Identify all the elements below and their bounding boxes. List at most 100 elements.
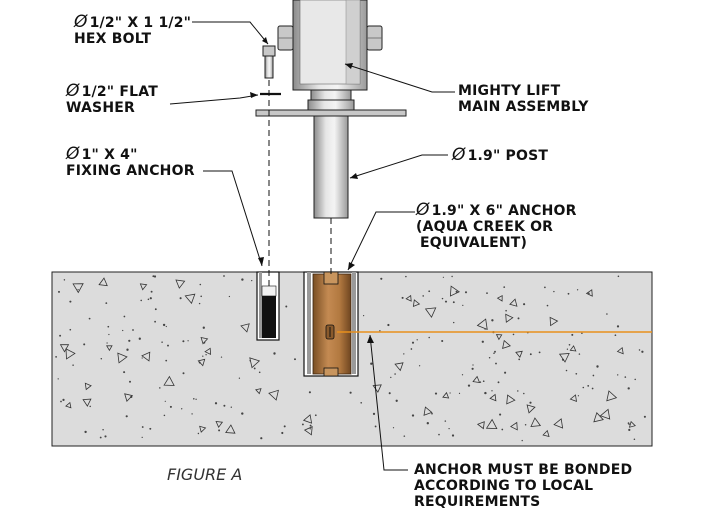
aggregate-stone [98,277,108,287]
aggregate-stone [268,389,279,401]
aggregate-dot [140,299,142,302]
aggregate-dot [486,292,488,294]
aggregate-dot [273,352,276,355]
aggregate-dot [395,399,398,402]
aggregate-dot [62,398,65,402]
aggregate-dot [411,414,415,417]
aggregate-dot [410,348,413,350]
aggregate-dot [165,359,168,362]
figure-caption: FIGURE A [167,465,243,484]
aggregate-dot [517,317,520,320]
aggregate-stone [476,318,488,331]
aggregate-dot [60,400,62,403]
aggregate-stone [558,353,570,363]
aggregate-stone [215,421,224,428]
aggregate-dot [387,323,390,327]
flat-washer-size: 1/2" FLAT [81,84,158,100]
aggregate-dot [452,301,455,304]
aggregate-dot [106,342,108,344]
aggregate-dot [481,340,484,343]
flat-washer-name: WASHER [66,100,135,116]
aggregate-dot [491,319,494,322]
aggregate-stone [509,298,518,307]
aggregate-stone [423,406,433,416]
aggregate-dot [72,364,74,366]
aggregate-dot [251,279,253,282]
aggregate-dot [200,295,202,298]
aggregate-dot [529,401,532,404]
aggregate-dot [138,337,141,340]
aggregate-dot [461,374,464,376]
aggregate-dot [182,340,185,343]
aggregate-stone [506,394,516,405]
hex-bolt-size: 1/2" X 1 1/2" [89,15,192,31]
anchor-size: 1.9" X 6" ANCHOR [431,203,577,219]
aggregate-stone [424,307,437,318]
aggregate-dot [449,392,451,394]
aggregate-stone [255,388,262,395]
aggregate-stone [549,316,559,327]
aggregate-stone [303,426,313,436]
anchor-line2: (AQUA CREEK OR [416,219,554,235]
main-assembly-line1: MIGHTY LIFT [458,83,561,99]
aggregate-dot [301,423,304,426]
aggregate-dot [205,354,207,356]
aggregate-dot [451,275,453,278]
aggregate-dot [581,332,583,334]
aggregate-dot [59,334,62,337]
aggregate-dot [643,415,646,418]
aggregate-dot [149,427,152,430]
aggregate-dot [438,433,440,436]
aggregate-dot [641,350,644,353]
aggregate-dot [152,275,155,278]
aggregate-dot [458,392,461,395]
aggregate-dot [577,395,580,397]
aggregate-dot [163,414,166,417]
aggregate-stone [105,345,113,352]
aggregate-dot [241,278,244,281]
aggregate-stone [175,279,186,289]
aggregate-stone [476,421,485,430]
aggregate-dot [401,296,404,299]
post-tube [313,115,349,219]
aggregate-dot [100,358,103,360]
aggregate-dot [521,439,523,442]
aggregate-stone [449,285,460,297]
aggregate-dot [491,390,493,392]
aggregate-dot [214,402,218,405]
aggregate-dot [77,288,79,291]
aggregate-stone [84,382,92,391]
aggregate-dot [416,339,418,341]
aggregate-dot [123,371,126,374]
aggregate-dot [360,401,363,404]
aggregate-dot [129,380,131,383]
aggregate-dot [230,406,232,408]
aggregate-dot [426,422,429,425]
aggregate-dot [627,387,630,390]
diameter-symbol: Ø [452,145,466,165]
aggregate-dot [617,374,619,376]
aggregate-dot [294,358,296,361]
aggregate-dot [617,275,620,278]
aggregate-dot [592,374,595,377]
aggregate-dot [370,362,373,365]
aggregate-dot [523,392,525,395]
aggregate-dot [553,290,555,293]
aggregate-dot [403,353,405,355]
aggregate-dot [380,277,383,280]
aggregate-dot [566,348,569,350]
aggregate-dot [141,426,144,428]
aggregate-dot [285,305,288,308]
aggregate-dot [55,356,57,358]
aggregate-dot [394,373,396,375]
aggregate-stone [616,346,624,355]
aggregate-dot [191,413,193,415]
aggregate-dot [568,343,571,346]
aggregate-dot [223,404,226,407]
aggregate-dot [195,398,197,400]
aggregate-dot [202,326,205,329]
aggregate-dot [162,323,166,327]
aggregate-dot [455,290,458,293]
